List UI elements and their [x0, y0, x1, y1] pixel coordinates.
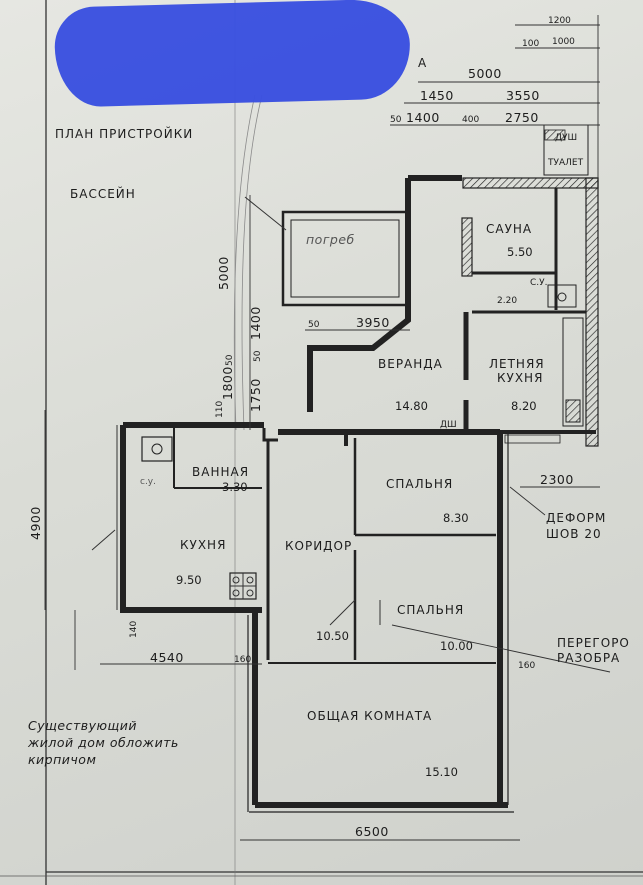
- bathroom-sink-label: с.у.: [140, 477, 156, 487]
- partition-note-2: РАЗОБРА: [557, 651, 620, 665]
- dim-top-2750: 2750: [505, 110, 539, 125]
- wc-small-label: С.У.: [530, 278, 548, 288]
- existing-note-1: Существующий: [28, 718, 137, 733]
- wc-small-area: 2.20: [497, 296, 517, 306]
- plan-title: ПЛАН ПРИСТРОЙКИ: [55, 126, 193, 141]
- dim-bottom-160b: 160: [518, 661, 535, 671]
- kitchen-label: КУХНЯ: [180, 538, 226, 552]
- dim-pool-5000: 5000: [216, 256, 231, 290]
- dim-top-1000: 1000: [552, 37, 575, 47]
- dim-left-4900: 4900: [28, 506, 43, 540]
- living-room-area: 15.10: [425, 765, 458, 779]
- dimension-lines: [44, 15, 611, 841]
- deform-note-2: ШОВ 20: [546, 527, 602, 541]
- dim-top-1400: 1400: [406, 110, 440, 125]
- dim-left-1800: 1800: [220, 366, 235, 400]
- dim-left-1750: 1750: [248, 378, 263, 412]
- dim-top-50: 50: [390, 115, 402, 125]
- dim-veranda-50: 50: [308, 320, 320, 330]
- redaction-mark: [53, 0, 412, 108]
- kitchen-area: 9.50: [176, 573, 202, 587]
- sauna-area: 5.50: [507, 245, 533, 259]
- deform-note-1: ДЕФОРМ: [546, 511, 606, 525]
- veranda-label: ВЕРАНДА: [378, 357, 443, 371]
- pool-note: погреб: [306, 232, 355, 247]
- partition-note-1: ПЕРЕГОРО: [557, 636, 630, 650]
- dim-top-400: 400: [462, 115, 479, 125]
- pencil-sketch-lines: [233, 94, 263, 431]
- corridor-label: КОРИДОР: [285, 539, 352, 553]
- bathroom-label: ВАННАЯ: [192, 465, 249, 479]
- corridor-area: 10.50: [316, 629, 349, 643]
- toilet-label: ТУАЛЕТ: [547, 158, 584, 168]
- bathroom-area: 3.30: [222, 480, 248, 494]
- summer-kitchen-label-1: ЛЕТНЯЯ: [489, 357, 545, 371]
- dim-left-1400: 1400: [248, 306, 263, 340]
- main-house-walls: [91, 422, 514, 813]
- dim-bottom-4540: 4540: [150, 650, 184, 665]
- addition-walls: [461, 124, 599, 447]
- shower-small-label: ДШ: [440, 420, 457, 430]
- dim-top-5000: 5000: [468, 66, 502, 81]
- dim-top-1450: 1450: [420, 88, 454, 103]
- shower-label: ДУШ: [555, 133, 577, 143]
- dim-right-2300: 2300: [540, 472, 574, 487]
- pool-label: БАССЕЙН: [70, 186, 136, 201]
- dim-bottom-160a: 160: [234, 655, 251, 665]
- bedroom-2-label: СПАЛЬНЯ: [397, 603, 464, 617]
- bedroom-1-area: 8.30: [443, 511, 469, 525]
- sauna-label: САУНА: [486, 222, 532, 236]
- summer-kitchen-label-2: КУХНЯ: [497, 371, 543, 385]
- summer-kitchen-area: 8.20: [511, 399, 537, 413]
- dim-veranda-3950: 3950: [356, 315, 390, 330]
- bedroom-2-area: 10.00: [440, 639, 473, 653]
- dim-bottom-6500: 6500: [355, 824, 389, 839]
- dim-left-140: 140: [129, 621, 139, 638]
- dim-left-50b: 50: [225, 354, 235, 366]
- existing-note-3: кирпичом: [28, 752, 96, 767]
- existing-note-2: жилой дом обложить: [27, 735, 179, 750]
- dim-left-50a: 50: [253, 350, 263, 362]
- dim-top-100: 100: [522, 39, 539, 49]
- bedroom-1-label: СПАЛЬНЯ: [386, 477, 453, 491]
- living-room-label: ОБЩАЯ КОМНАТА: [307, 709, 432, 723]
- dim-top-1200: 1200: [548, 16, 571, 26]
- clipped-letter: А: [418, 56, 427, 70]
- veranda-area: 14.80: [395, 399, 428, 413]
- dim-left-110: 110: [215, 401, 225, 418]
- dim-top-3550: 3550: [506, 88, 540, 103]
